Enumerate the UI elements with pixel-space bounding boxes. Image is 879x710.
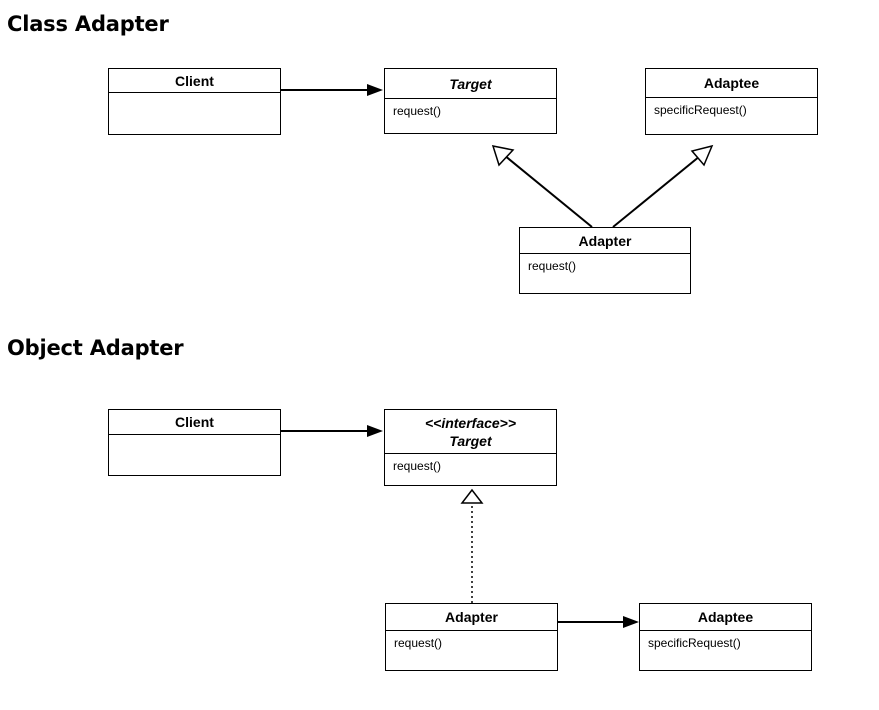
object-client-to-target-association bbox=[281, 425, 383, 437]
class-adaptee-box: Adaptee specificRequest() bbox=[645, 68, 818, 135]
class-adapter-box: Adapter request() bbox=[519, 227, 691, 294]
object-adapter-operations: request() bbox=[386, 631, 557, 655]
object-adapter-op-request: request() bbox=[394, 636, 443, 650]
class-target-box: Target request() bbox=[384, 68, 557, 134]
object-adapter-name: Adapter bbox=[445, 609, 498, 625]
class-target-operations: request() bbox=[385, 99, 556, 123]
class-adaptee-op-specific-request: specificRequest() bbox=[654, 103, 747, 117]
object-adaptee-box: Adaptee specificRequest() bbox=[639, 603, 812, 671]
class-client-to-target-association bbox=[281, 84, 383, 96]
object-adapter-to-adaptee-association bbox=[558, 616, 639, 628]
class-adapter-inherits-target bbox=[491, 145, 593, 228]
object-target-name: Target bbox=[449, 432, 492, 449]
class-adaptee-name: Adaptee bbox=[703, 75, 760, 91]
class-adapter-op-request: request() bbox=[528, 259, 577, 273]
class-adaptee-operations: specificRequest() bbox=[646, 98, 817, 122]
class-target-name: Target bbox=[449, 75, 492, 92]
object-adaptee-op-specific-request: specificRequest() bbox=[648, 636, 741, 650]
object-target-op-request: request() bbox=[393, 459, 442, 473]
object-adaptee-name: Adaptee bbox=[697, 609, 754, 625]
class-adapter-operations: request() bbox=[520, 254, 690, 278]
object-adapter-box: Adapter request() bbox=[385, 603, 558, 671]
object-client-box: Client bbox=[108, 409, 281, 476]
class-client-name: Client bbox=[175, 72, 214, 89]
class-target-op-request: request() bbox=[393, 104, 442, 118]
class-adapter-inherits-adaptee bbox=[612, 144, 714, 228]
object-target-box: <<interface>> Target request() bbox=[384, 409, 557, 486]
class-client-box: Client bbox=[108, 68, 281, 135]
object-adaptee-operations: specificRequest() bbox=[640, 631, 811, 655]
class-adapter-title: Class Adapter bbox=[7, 12, 169, 36]
object-adapter-realizes-target bbox=[460, 488, 484, 603]
class-adapter-name: Adapter bbox=[578, 232, 632, 249]
object-target-operations: request() bbox=[385, 454, 556, 478]
object-client-name: Client bbox=[175, 414, 214, 430]
object-adapter-title: Object Adapter bbox=[7, 336, 184, 360]
object-target-stereotype: <<interface>> bbox=[424, 414, 517, 431]
